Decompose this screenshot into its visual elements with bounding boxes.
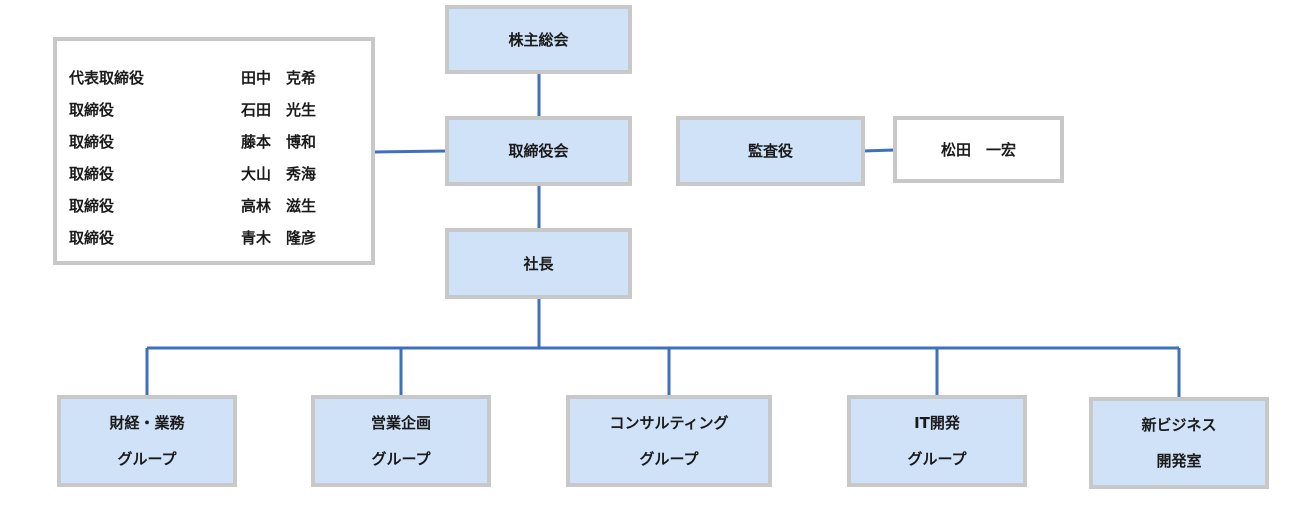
board-of-directors-box: 取締役会: [445, 116, 632, 186]
group-label-line2: 開発室: [1156, 452, 1202, 470]
group-label-line1: 新ビジネス: [1141, 416, 1217, 434]
shareholders-meeting-box: 株主総会: [445, 5, 632, 74]
directors-list: 代表取締役 田中 克希 取締役 石田 光生 取締役 藤本 博和 取締役 大山 秀…: [53, 37, 375, 265]
director-role: 取締役: [69, 132, 115, 151]
director-row: 取締役 青木 隆彦: [69, 221, 371, 253]
director-name: 大山 秀海: [241, 164, 317, 183]
director-name: 石田 光生: [241, 100, 317, 119]
group-box-consulting: コンサルティング グループ: [566, 395, 772, 487]
director-row: 代表取締役 田中 克希: [69, 61, 371, 93]
director-role: 取締役: [69, 100, 115, 119]
director-row: 取締役 藤本 博和: [69, 125, 371, 157]
group-label-line2: グループ: [639, 450, 699, 468]
group-label-line1: IT開発: [914, 414, 960, 432]
connector-directors-board: [374, 149, 448, 154]
director-row: 取締役 大山 秀海: [69, 157, 371, 189]
director-name: 高林 滋生: [241, 196, 317, 215]
group-label-line1: 営業企画: [370, 414, 431, 432]
auditor-box: 監査役: [676, 116, 865, 186]
group-label-line1: 財経・業務: [109, 414, 185, 432]
group-box-sales-planning: 営業企画 グループ: [311, 395, 491, 487]
shareholders-meeting-label: 株主総会: [508, 30, 569, 49]
director-role: 取締役: [69, 164, 115, 183]
group-box-finance: 財経・業務 グループ: [57, 395, 237, 487]
director-role: 代表取締役: [69, 68, 145, 87]
director-row: 取締役 高林 滋生: [69, 189, 371, 221]
group-label-line2: グループ: [117, 450, 177, 468]
president-label: 社長: [523, 254, 554, 273]
director-role: 取締役: [69, 196, 115, 215]
group-label-line2: グループ: [907, 450, 967, 468]
president-box: 社長: [445, 228, 632, 299]
auditor-name-box: 松田 一宏: [893, 116, 1064, 183]
board-of-directors-label: 取締役会: [508, 142, 569, 160]
director-name: 青木 隆彦: [241, 228, 317, 247]
group-label-line2: グループ: [371, 450, 431, 468]
group-box-it-development: IT開発 グループ: [847, 395, 1027, 487]
director-role: 取締役: [69, 228, 115, 247]
group-box-new-business: 新ビジネス 開発室: [1089, 397, 1269, 489]
auditor-title: 監査役: [747, 142, 793, 160]
director-row: 取締役 石田 光生: [69, 93, 371, 125]
connector-auditor-name: [862, 148, 896, 153]
auditor-name: 松田 一宏: [940, 140, 1016, 159]
director-name: 田中 克希: [241, 68, 317, 87]
group-label-line1: コンサルティング: [609, 414, 729, 432]
director-name: 藤本 博和: [241, 132, 317, 151]
